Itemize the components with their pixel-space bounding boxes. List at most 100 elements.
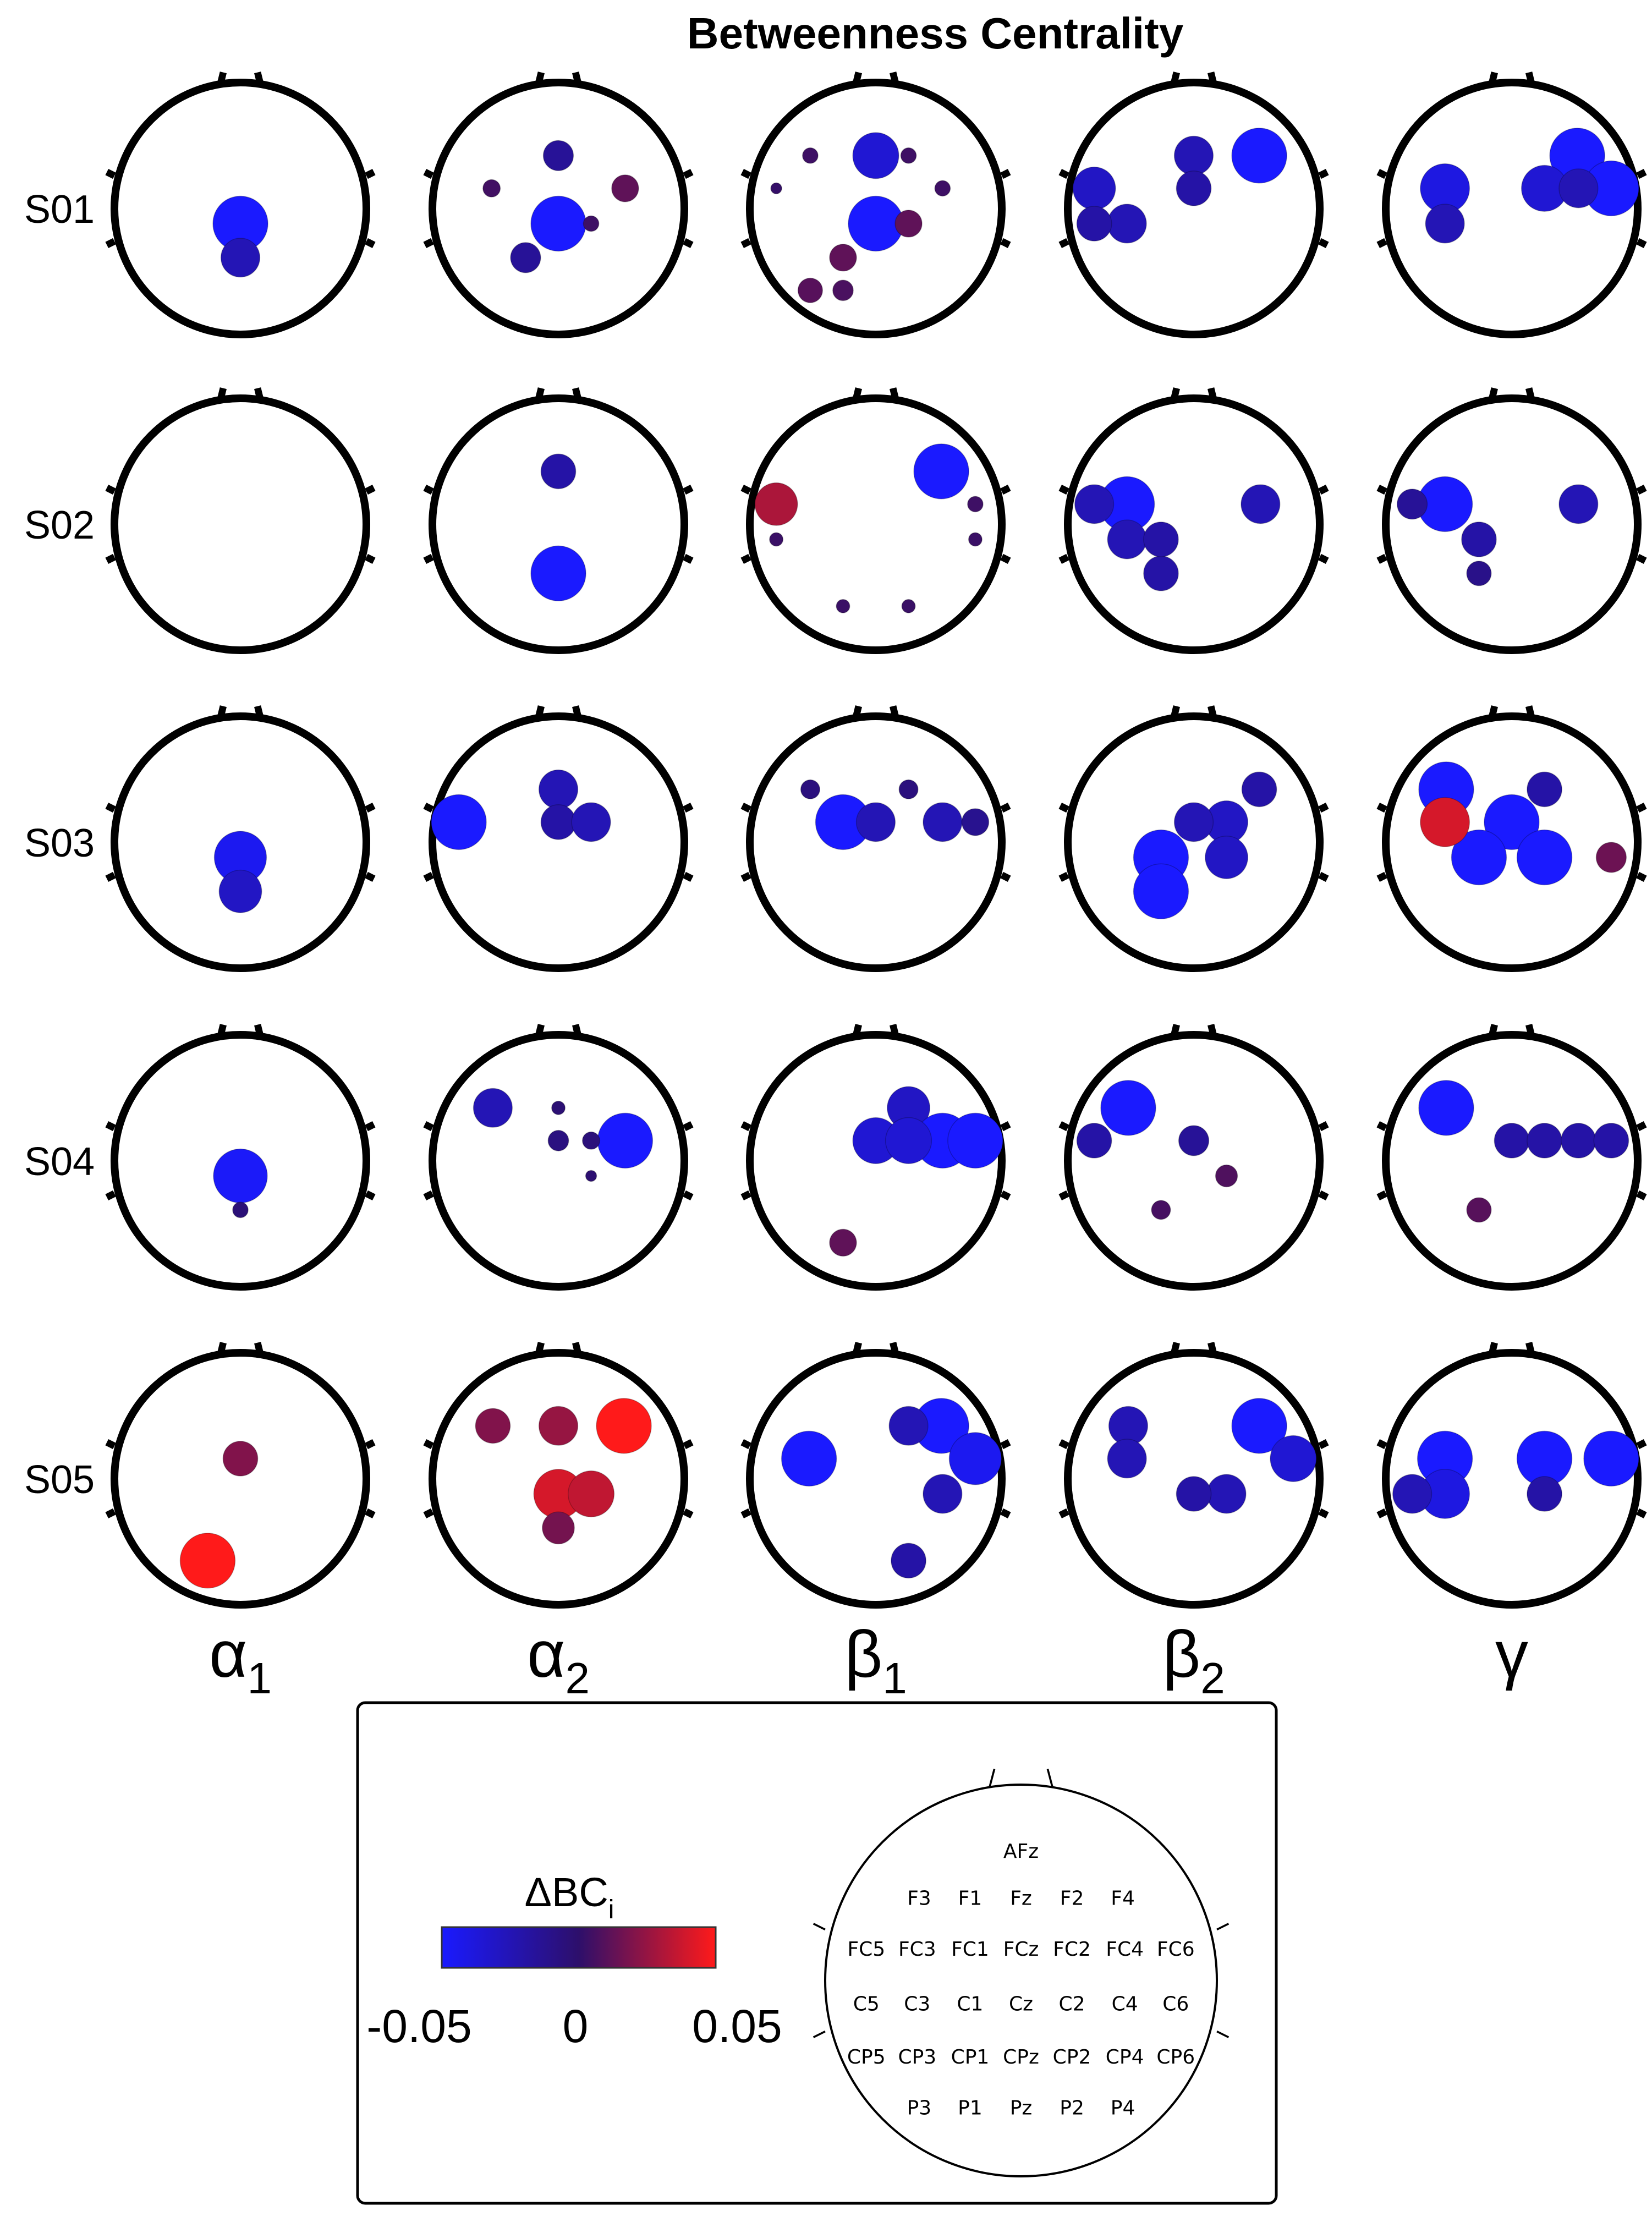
ear-marker: [105, 168, 116, 249]
ear-marker: [1058, 802, 1069, 882]
ear-marker: [1376, 802, 1387, 882]
electrode-label: AFz: [1003, 1840, 1039, 1863]
node-marker: [888, 1406, 929, 1446]
nose-marker: [1170, 705, 1217, 720]
subject-label: S05: [24, 1458, 95, 1502]
topoplot-S02-α2: [423, 387, 694, 654]
subject-label: S04: [24, 1140, 95, 1184]
node-marker: [885, 1117, 932, 1164]
ear-marker: [1058, 484, 1069, 564]
electrode-label: C6: [1162, 1993, 1189, 2016]
electrode-label: C4: [1112, 1993, 1138, 2016]
node-marker: [1231, 1398, 1287, 1454]
node-marker: [1392, 1474, 1433, 1514]
node-marker: [597, 1112, 654, 1169]
nose-marker: [1170, 1342, 1217, 1356]
nose-marker: [1488, 72, 1535, 86]
ear-marker: [1000, 802, 1011, 882]
colorbar-mid-label: 0: [563, 2000, 589, 2052]
node-marker: [1527, 1122, 1562, 1159]
node-marker: [540, 453, 577, 490]
head-outline: [1382, 1031, 1642, 1291]
topoplot-S01-β1: [740, 72, 1011, 338]
head-outline: [1064, 712, 1324, 972]
node-marker: [913, 443, 969, 500]
node-marker: [596, 1398, 652, 1454]
node-marker: [1484, 794, 1540, 851]
topoplot-S03-α2: [423, 705, 694, 972]
node-marker: [1173, 802, 1214, 842]
node-marker: [1560, 1122, 1596, 1159]
ear-marker: [1000, 484, 1011, 564]
node-marker: [179, 1533, 236, 1589]
electrode-map-head: [813, 1769, 1230, 2177]
head-outline: [111, 1349, 370, 1609]
node-marker: [1143, 555, 1179, 591]
node-marker: [1466, 1197, 1492, 1223]
topoplot-S03-β2: [1058, 705, 1329, 972]
node-marker: [1231, 128, 1287, 184]
ear-marker: [423, 168, 434, 249]
topoplot-S01-γ: [1376, 72, 1647, 338]
node-marker: [538, 769, 579, 809]
topoplot-S04-β2: [1058, 1024, 1329, 1291]
node-marker: [542, 140, 574, 171]
node-marker: [898, 779, 919, 799]
node-marker: [1072, 166, 1116, 210]
electrode-label: Pz: [1010, 2097, 1033, 2119]
node-marker: [1205, 836, 1249, 879]
node-marker: [1558, 484, 1599, 524]
topoplot-S05-γ: [1376, 1342, 1647, 1609]
node-marker: [530, 545, 586, 602]
node-marker: [611, 174, 639, 202]
node-marker: [1151, 1200, 1171, 1220]
nose-marker: [1488, 1342, 1535, 1356]
node-marker: [934, 180, 951, 197]
ear-marker: [1376, 484, 1387, 564]
node-marker: [213, 1148, 268, 1204]
node-marker: [1558, 168, 1599, 209]
electrode-label: FC3: [898, 1938, 936, 1961]
node-marker: [1396, 489, 1428, 520]
ear-marker: [365, 802, 376, 882]
electrode-label: CP2: [1053, 2046, 1091, 2069]
electrode-label: CP5: [847, 2046, 886, 2069]
node-marker: [1173, 135, 1214, 175]
node-marker: [901, 599, 916, 613]
node-marker: [1176, 170, 1212, 206]
electrode-label: F4: [1111, 1887, 1135, 1910]
node-marker: [891, 1543, 926, 1579]
node-marker: [1527, 771, 1562, 808]
nose-marker: [1488, 387, 1535, 402]
node-marker: [1461, 522, 1497, 557]
nose-marker: [852, 387, 899, 402]
nose-marker: [535, 387, 582, 402]
electrode-label: Cz: [1009, 1993, 1033, 2016]
head-outline: [429, 1031, 688, 1291]
ear-marker: [683, 168, 694, 249]
electrode-label: CP4: [1106, 2046, 1144, 2069]
topoplot-S03-β1: [740, 705, 1011, 972]
electrode-label: C1: [957, 1993, 983, 2016]
node-marker: [482, 179, 501, 197]
node-marker: [770, 182, 782, 195]
node-marker: [1178, 1125, 1210, 1156]
nose-marker: [989, 1769, 1053, 1787]
node-marker: [948, 1432, 1002, 1485]
node-marker: [923, 802, 963, 842]
ear-marker: [683, 1121, 694, 1201]
ear-marker: [683, 1439, 694, 1519]
node-marker: [542, 1511, 575, 1545]
node-marker: [754, 482, 798, 526]
node-marker: [894, 210, 923, 238]
topoplot-S04-α1: [105, 1024, 376, 1291]
nose-marker: [852, 1024, 899, 1038]
ear-marker: [1636, 484, 1647, 564]
electrode-label: CP1: [951, 2046, 990, 2069]
node-marker: [581, 1131, 601, 1150]
ear-marker: [1636, 802, 1647, 882]
